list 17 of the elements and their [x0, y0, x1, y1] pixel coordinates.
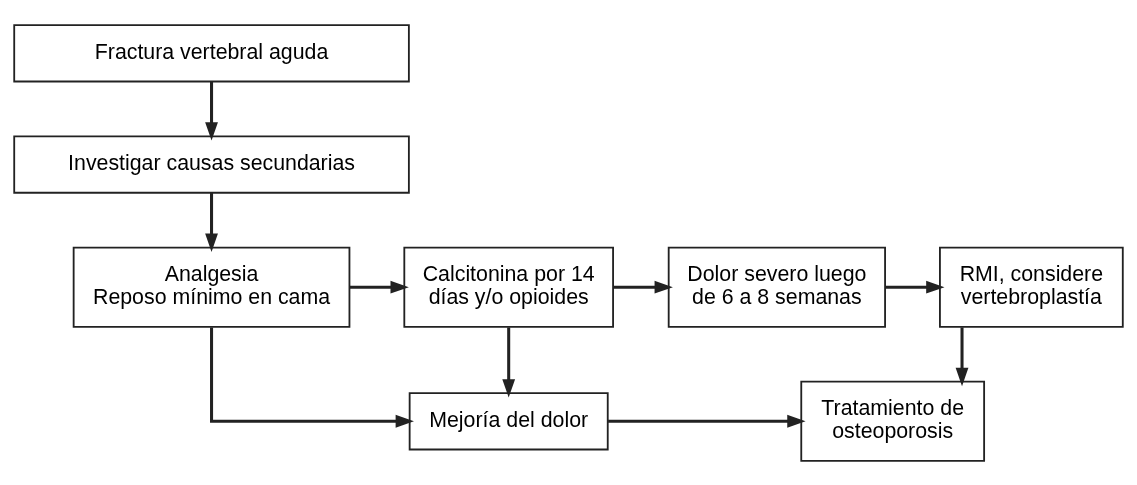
arrow	[885, 280, 945, 294]
node-box: Fractura vertebral aguda	[13, 23, 410, 82]
node-box: Tratamiento de osteoporosis	[800, 380, 986, 462]
arrow	[205, 81, 218, 141]
node-box: Dolor severo luego de 6 a 8 semanas	[667, 246, 886, 328]
arrow	[502, 326, 516, 398]
arrow	[349, 280, 409, 294]
arrow	[955, 326, 969, 386]
arrow	[613, 280, 673, 294]
node-box: Calcitonina por 14 días y/o opioides	[403, 246, 614, 328]
arrow	[205, 192, 218, 252]
node-box: Mejoría del dolor	[408, 391, 609, 450]
node-box: Investigar causas secundarias	[13, 134, 410, 194]
arrow	[210, 326, 414, 428]
node-box: Analgesia Reposo mínimo en cama	[72, 246, 351, 328]
arrow	[608, 414, 806, 428]
node-box: RMI, considere vertebroplastía	[939, 246, 1124, 328]
